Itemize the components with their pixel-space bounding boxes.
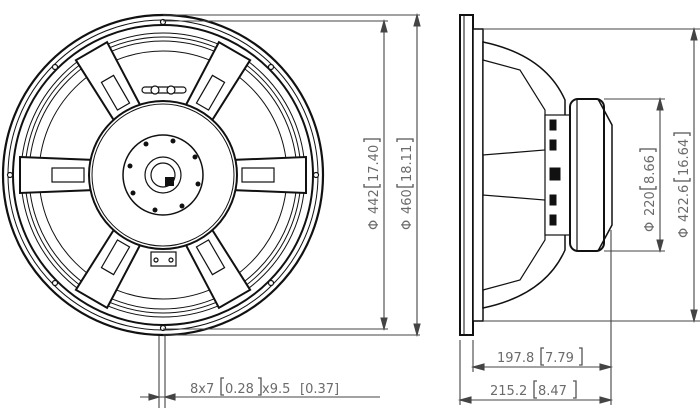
dim-baffle-cutout: Φ 442 17.40 (363, 138, 382, 230)
dim-value-inch: 18.11 (400, 145, 415, 182)
dim-value-inch: 16.64 (677, 139, 692, 176)
dim-value-mm: 422.6 (677, 185, 692, 222)
dim-value-mm: 220 (643, 191, 658, 216)
svg-text:Φ: Φ (367, 220, 382, 230)
terminal-icon (141, 85, 187, 95)
front-extension-lines (140, 12, 421, 408)
dim-value-inch: 8.66 (643, 155, 658, 184)
dim-value-inch: 7.79 (545, 351, 574, 366)
dim-hole-length-inch: [0.37] (300, 382, 339, 397)
side-extension-lines (457, 26, 700, 405)
dim-value-mm: 197.8 (497, 351, 534, 366)
dim-mounting-circle: Φ 422.6 16.64 (673, 132, 692, 238)
dim-hole-width-inch: 0.28 (225, 382, 254, 397)
dim-hole-length: x9.5 (262, 382, 290, 397)
dim-value-mm: 442 (367, 189, 382, 214)
dim-overall-depth: 215.2 8.47 (490, 380, 577, 399)
dim-hole-count: 8x7 (190, 382, 214, 397)
side-view (459, 14, 613, 336)
dim-magnet-diameter: Φ 220 8.66 (639, 148, 658, 232)
svg-text:Φ: Φ (643, 222, 658, 232)
dim-value-inch: 17.40 (367, 145, 382, 182)
dim-value-mm: 215.2 (490, 384, 527, 399)
front-view (1, 13, 325, 337)
svg-text:Φ: Φ (400, 220, 415, 230)
dim-depth-from-baffle: 197.8 7.79 (497, 347, 583, 366)
dim-mounting-holes: 8x7 0.28 x9.5 [0.37] (190, 377, 339, 397)
svg-text:Φ: Φ (677, 228, 692, 238)
dim-value-mm: 460 (400, 189, 415, 214)
dim-value-inch: 8.47 (538, 384, 567, 399)
dim-outer-diameter: Φ 460 18.11 (396, 138, 415, 230)
